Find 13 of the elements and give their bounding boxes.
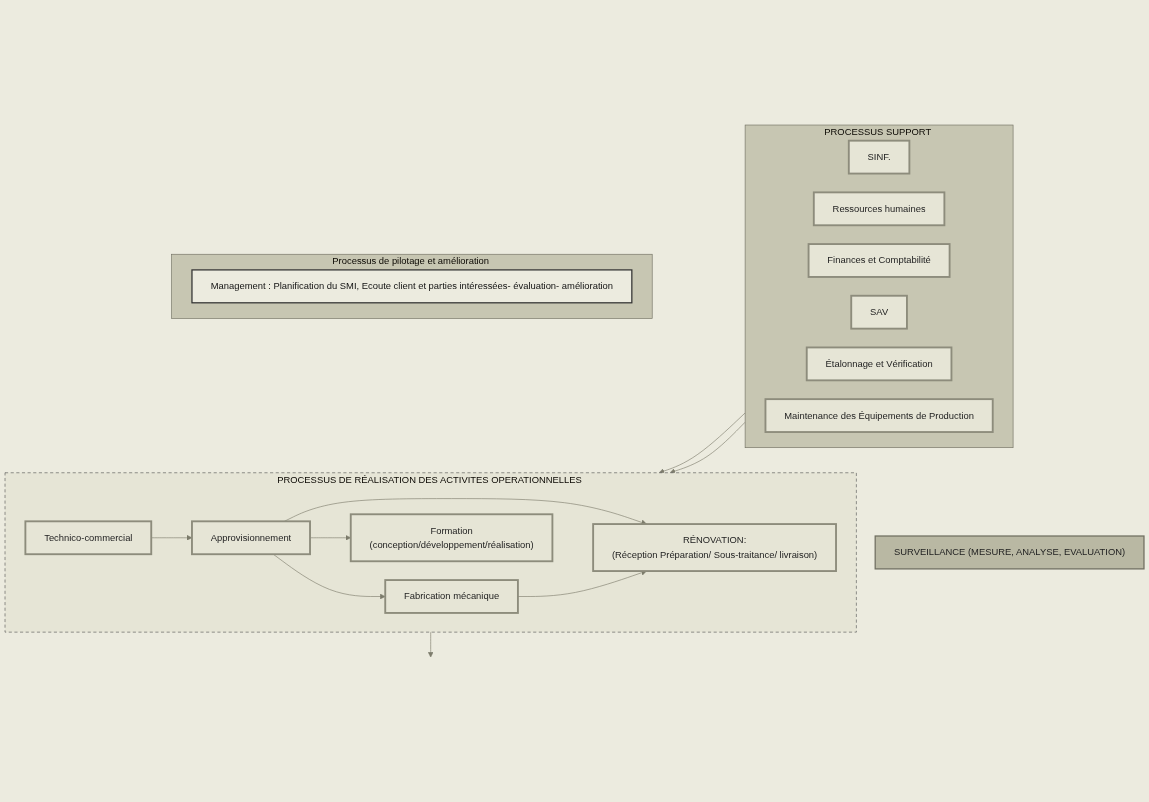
node-box: Approvisionnement (191, 520, 311, 556)
node-box: Finances et Comptabilité (807, 243, 951, 279)
node-box: Ressources humaines (812, 191, 946, 227)
node-box: Management : Planification du SMI, Ecoute client et parties intéressées- évaluation- amélioration (191, 269, 633, 304)
node-box: SURVEILLANCE (MESURE, ANALYSE, EVALUATION) (874, 535, 1145, 570)
node-box: Fabrication mécanique (384, 579, 519, 615)
node-box: Maintenance des Équipements de Production (764, 398, 994, 434)
node-box: Formation (conception/développement/réalisation) (349, 513, 554, 563)
node-box: SINF. (847, 140, 911, 175)
node-box: Étalonnage et Vérification (805, 347, 953, 382)
node-box: SAV (850, 295, 908, 331)
node-box: Technico-commercial (24, 520, 153, 556)
node-box: RÉNOVATION: (Réception Préparation/ Sous-traitance/ livraison) (592, 523, 837, 573)
